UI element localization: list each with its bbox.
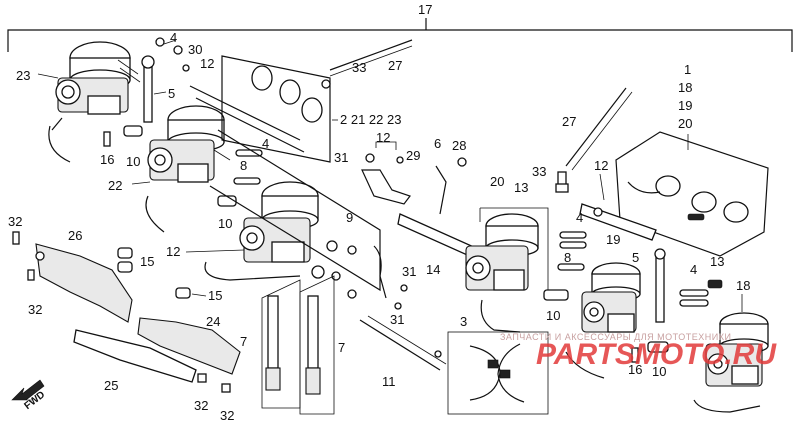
label-assembly: 17 xyxy=(418,2,432,17)
label-spring-a: 4 xyxy=(262,136,269,151)
jet-group xyxy=(261,275,335,415)
assembly-bracket: 17 xyxy=(7,2,793,52)
spring-cap-right xyxy=(679,279,723,307)
bracket-center xyxy=(361,141,467,215)
label-link-a: 12 xyxy=(200,56,214,71)
label-hose-c: 11 xyxy=(382,374,396,389)
label-spring-c-right: 8 xyxy=(564,250,571,265)
label-spring-c: 10 xyxy=(218,216,232,231)
label-hose-b: 27 xyxy=(562,114,576,129)
label-pipe-c: 33 xyxy=(532,164,546,179)
label-pipe-a: 33 xyxy=(352,60,366,75)
forward-arrow-icon xyxy=(11,379,45,401)
top-plate xyxy=(189,55,331,163)
carburetor-lower-mid xyxy=(204,181,319,281)
label-kit-1: 1 xyxy=(684,62,691,77)
label-rod-b: 5 xyxy=(632,250,639,265)
label-right-carb-c: 18 xyxy=(736,278,750,293)
label-screw-a: 4 xyxy=(170,30,177,45)
label-link-b: 12 xyxy=(594,158,608,173)
screws-32 xyxy=(12,231,231,393)
label-band-b: 24 xyxy=(206,314,220,329)
top-plate-right xyxy=(615,131,769,257)
carburetor-upper-left xyxy=(48,41,141,163)
watermark-brand: PARTSMOTO.RU xyxy=(536,338,777,371)
carburetor-right-18 xyxy=(693,312,769,413)
hose-right xyxy=(565,87,633,171)
label-screw-g: 32 xyxy=(194,398,208,413)
label-hose-d: 3 xyxy=(460,314,467,329)
label-washer-a: 31 xyxy=(334,150,348,165)
label-cap-a: 13 xyxy=(710,254,724,269)
label-shaft-a: 9 xyxy=(346,210,353,225)
bolt-left xyxy=(103,125,143,147)
label-bracket-b: 4 xyxy=(576,210,583,225)
label-clamp-b: 15 xyxy=(208,288,222,303)
label-lower-carb: 12 xyxy=(166,244,180,259)
watermark-line: ЗАПЧАСТИ И АКСЕССУАРЫ ДЛЯ МОТОТЕХНИКИ xyxy=(500,332,731,342)
label-kit-18: 18 xyxy=(678,80,692,95)
label-screw-e: 32 xyxy=(8,214,22,229)
screw-group-top xyxy=(155,37,190,72)
label-kit-20: 20 xyxy=(678,116,692,131)
label-band-a: 26 xyxy=(68,228,82,243)
band-26 xyxy=(35,243,133,323)
band-24 xyxy=(137,317,241,375)
label-bracket-a: 12 xyxy=(376,130,390,145)
label-screw-h: 32 xyxy=(220,408,234,422)
label-bolt-b: 10 xyxy=(126,154,140,169)
label-clamp-a: 15 xyxy=(140,254,154,269)
carburetor-right-19 xyxy=(565,262,641,379)
bolt-right xyxy=(631,341,669,363)
hose-11 xyxy=(359,315,447,371)
spring-group-mid xyxy=(217,149,263,207)
label-bolt-d: 16 xyxy=(628,362,642,377)
label-upper-carb: 23 xyxy=(16,68,30,83)
label-screw-b: 30 xyxy=(188,42,202,57)
label-rod-a: 5 xyxy=(168,86,175,101)
label-right-carb-a: 20 xyxy=(490,174,504,189)
shaft-right xyxy=(397,213,477,259)
label-jet-a: 7 xyxy=(240,334,247,349)
label-pin-a: 29 xyxy=(406,148,420,163)
label-hose-a: 27 xyxy=(388,58,402,73)
label-cable-a: 6 xyxy=(434,136,441,151)
label-screw-f: 32 xyxy=(28,302,42,317)
carburetor-middle-left xyxy=(145,105,231,233)
label-pipe-b: 13 xyxy=(514,180,528,195)
watermark: ЗАПЧАСТИ И АКСЕССУАРЫ ДЛЯ МОТОТЕХНИКИ PA… xyxy=(500,332,777,371)
rod-right xyxy=(654,248,666,323)
band-25 xyxy=(73,329,197,383)
label-bolt-e: 10 xyxy=(652,364,666,379)
label-shaft-b: 14 xyxy=(426,262,440,277)
carburetor-right-20 xyxy=(465,207,549,333)
label-right-carb-b: 19 xyxy=(606,232,620,247)
label-top-plate: 2 21 22 23 xyxy=(340,112,401,127)
label-spring-d: 4 xyxy=(690,262,697,277)
label-bolt-c: 10 xyxy=(546,308,560,323)
label-bolt-a: 16 xyxy=(100,152,114,167)
label-screw-d: 31 xyxy=(390,312,404,327)
label-jet-b: 7 xyxy=(338,340,345,355)
label-mid-carb: 22 xyxy=(108,178,122,193)
pipe-right xyxy=(555,171,569,193)
link-right xyxy=(579,203,657,241)
label-clip-a: 28 xyxy=(452,138,466,153)
spring-group-right xyxy=(543,231,587,301)
label-band-c: 25 xyxy=(104,378,118,393)
label-spring-b: 8 xyxy=(240,158,247,173)
label-screw-c: 31 xyxy=(402,264,416,279)
rod-left xyxy=(141,55,155,123)
kit-list: 1 18 19 20 xyxy=(678,62,692,131)
clamps-15 xyxy=(117,247,191,299)
hose-3-box xyxy=(447,331,549,415)
label-kit-19: 19 xyxy=(678,98,692,113)
hose-top-center xyxy=(321,39,413,89)
